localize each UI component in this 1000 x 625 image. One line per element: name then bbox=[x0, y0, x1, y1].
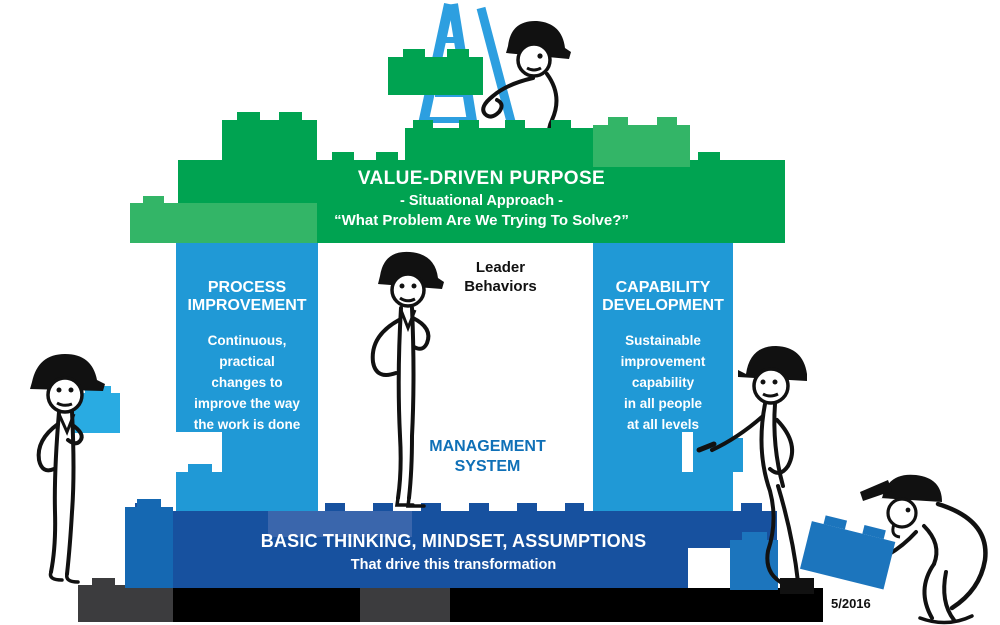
brick-stud bbox=[608, 117, 628, 125]
ground-gray-segment bbox=[360, 588, 450, 622]
brick-stud bbox=[188, 464, 212, 472]
roof-top-row bbox=[405, 128, 593, 160]
roof-light-brick-right bbox=[593, 125, 690, 167]
brick-stud-row bbox=[325, 503, 584, 511]
brick-stud bbox=[403, 49, 425, 58]
brick-stud bbox=[143, 196, 164, 204]
leader-behaviors-label: Leader Behaviors bbox=[464, 259, 537, 295]
capability-development-pillar bbox=[593, 243, 733, 511]
trowel-icon bbox=[696, 441, 717, 453]
foundation-base-brick bbox=[130, 511, 777, 588]
brick-stud bbox=[92, 578, 115, 585]
date-label: 5/2016 bbox=[831, 596, 871, 611]
brick-stud bbox=[237, 112, 260, 120]
brick-protrusion bbox=[733, 438, 743, 472]
brick-stud bbox=[332, 152, 354, 160]
brick-stud-row bbox=[413, 120, 585, 128]
right-pillar-body: Sustainable improvement capability in al… bbox=[620, 333, 706, 432]
worker-carrying-brick-figure bbox=[30, 354, 105, 584]
worker-on-ladder-figure bbox=[481, 20, 571, 150]
brick-stud bbox=[742, 532, 767, 540]
roof-light-brick-left bbox=[130, 203, 317, 243]
brick-stud bbox=[657, 117, 677, 125]
hard-hat-icon bbox=[738, 346, 807, 381]
brick-stud bbox=[279, 112, 302, 120]
base-light-patch bbox=[268, 511, 412, 537]
brick-stud bbox=[376, 152, 398, 160]
ground-gray-brick bbox=[78, 585, 173, 622]
hard-hat-icon bbox=[880, 474, 942, 502]
brick-stud bbox=[741, 503, 762, 511]
right-pillar-title: CAPABILITY DEVELOPMENT bbox=[602, 279, 724, 314]
brick-stud bbox=[698, 152, 720, 160]
base-missing-notch bbox=[688, 548, 734, 588]
brick-stud bbox=[447, 49, 469, 58]
base-subtitle: That drive this transformation bbox=[350, 557, 557, 573]
hard-hat-icon bbox=[30, 354, 105, 391]
green-brick-being-placed bbox=[388, 57, 483, 95]
stacked-blue-brick bbox=[125, 507, 173, 588]
leader-figure bbox=[370, 251, 444, 508]
hat-brim-icon bbox=[860, 480, 892, 501]
mortar-slot-notch bbox=[682, 432, 693, 472]
roof-question: “What Problem Are We Trying To Solve?” bbox=[334, 212, 629, 229]
left-pillar-body: Continuous, practical changes to improve… bbox=[193, 333, 301, 432]
roof-step-brick-1 bbox=[690, 160, 737, 243]
management-system-label: MANAGEMENT SYSTEM bbox=[429, 438, 546, 475]
ground-bar bbox=[173, 588, 823, 622]
boot-icon bbox=[780, 578, 814, 594]
worker-bending-figure bbox=[854, 474, 988, 625]
left-pillar-title: PROCESS IMPROVEMENT bbox=[187, 279, 307, 314]
worker-building-wall-figure bbox=[696, 346, 814, 594]
base-title: BASIC THINKING, MINDSET, ASSUMPTIONS bbox=[260, 531, 647, 551]
roof-brick-upper-left bbox=[222, 120, 317, 160]
brick-stud bbox=[745, 190, 767, 198]
roof-subtitle: - Situational Approach - bbox=[400, 193, 563, 209]
brick-stud bbox=[137, 499, 161, 507]
roof-title: VALUE-DRIVEN PURPOSE bbox=[357, 168, 606, 189]
roof-step-brick-2 bbox=[737, 198, 783, 243]
